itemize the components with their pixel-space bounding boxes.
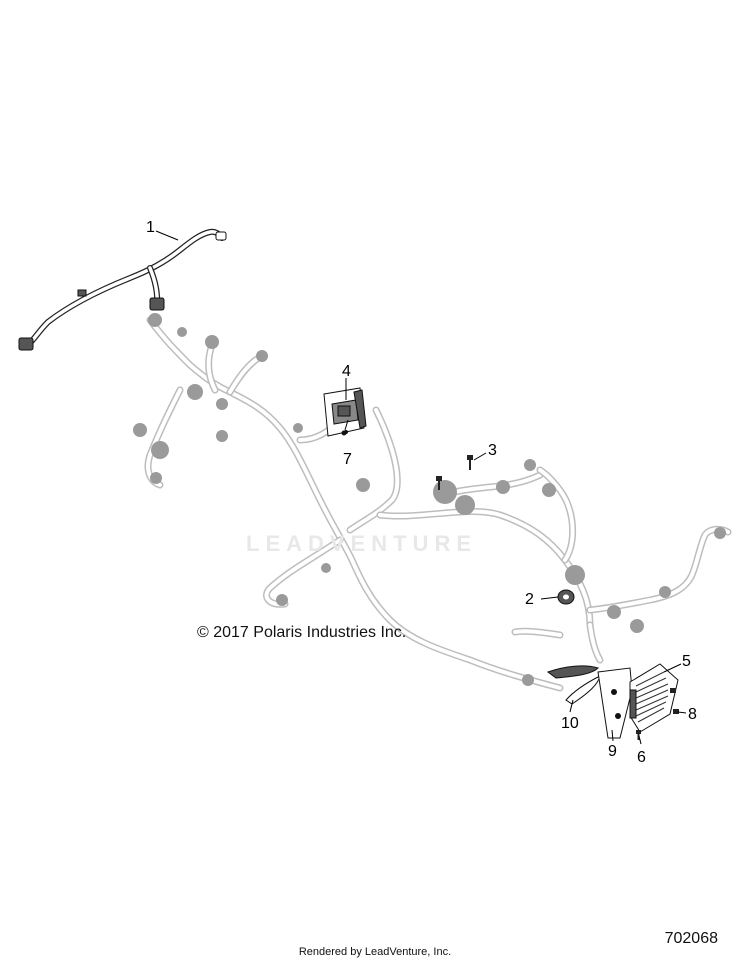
callout-8: 8 — [688, 706, 697, 723]
main-harness-ghost — [144, 316, 732, 692]
ghost-connectors — [133, 313, 726, 686]
callout-9: 9 — [608, 743, 617, 760]
part-8-screw — [670, 688, 679, 714]
part-5-regulator — [629, 663, 679, 733]
copyright-notice: © 2017 Polaris Industries Inc. — [197, 624, 407, 641]
callout-5: 5 — [682, 653, 691, 670]
footer-credit: Rendered by LeadVenture, Inc. — [298, 946, 452, 958]
callout-2: 2 — [525, 591, 534, 608]
part-3-bolts — [436, 455, 473, 490]
callout-7: 7 — [343, 451, 352, 468]
leader-lines — [155, 230, 687, 745]
callout-1: 1 — [146, 219, 155, 236]
part-2-grommet — [557, 589, 575, 605]
watermark: LEADVENTURE — [246, 531, 478, 556]
callout-6: 6 — [637, 749, 646, 766]
callout-3: 3 — [488, 442, 497, 459]
callout-4: 4 — [342, 363, 351, 380]
part-6-screw — [636, 730, 641, 740]
part-7-screw — [341, 430, 347, 436]
drawing-number: 702068 — [664, 930, 718, 947]
callout-10: 10 — [561, 715, 579, 732]
part-9-bracket — [597, 667, 633, 739]
part-4-ecu — [323, 387, 367, 437]
part-1-sub-harness — [18, 228, 227, 351]
